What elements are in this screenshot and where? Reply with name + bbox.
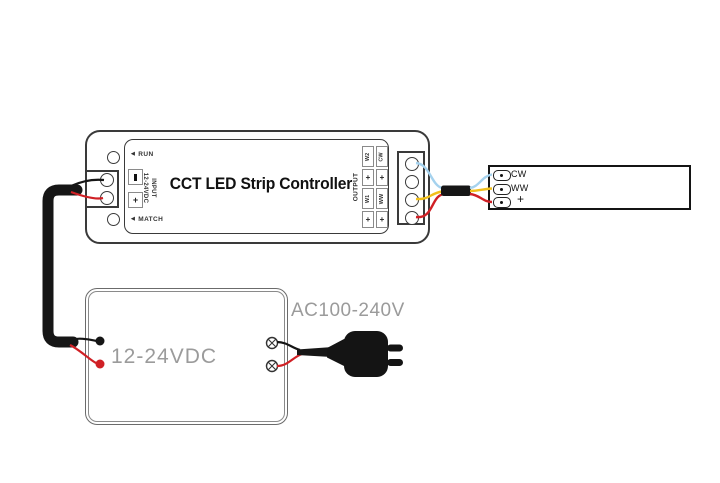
solder-dot	[500, 201, 503, 204]
output-connector-plus	[404, 211, 419, 225]
controller-title: CCT LED Strip Controller	[169, 174, 353, 193]
terminal-w2: W2	[362, 146, 374, 167]
terminal-cw-label: CW	[378, 151, 385, 162]
terminal-w1: W1	[362, 188, 374, 209]
output-terminal-grid: W2 CW + + W1 WW + +	[362, 146, 388, 228]
strip-cable-sleeve	[441, 185, 471, 196]
match-label: MATCH	[138, 216, 164, 223]
controller-inner-panel	[124, 139, 389, 234]
strip-pad-plus	[492, 197, 511, 208]
power-supply: 12-24VDC	[85, 288, 288, 425]
output-connector-ww	[404, 193, 419, 207]
terminal-plus-4-label: +	[379, 215, 385, 224]
strip-pad-cw	[492, 169, 511, 181]
terminal-cw: CW	[376, 146, 388, 167]
output-label: OUTPUT	[352, 172, 360, 202]
cct-controller-body: ◀ RUN ◀ MATCH + 12-24VDC INPUT CCT LED S…	[85, 130, 430, 244]
power-supply-voltage-label: 12-24VDC	[111, 345, 218, 368]
solder-dot	[500, 187, 503, 191]
strip-label-ww: WW	[511, 183, 529, 193]
led-strip: CW WW +	[488, 165, 691, 210]
terminal-plus-2: +	[376, 169, 388, 186]
input-terminal-block	[85, 170, 119, 208]
output-connector-2	[404, 175, 419, 189]
input-label: INPUT	[150, 178, 156, 198]
match-indicator: ◀ MATCH	[131, 216, 163, 223]
ac-cord	[297, 346, 340, 358]
terminal-w1-label: W1	[365, 194, 371, 203]
minus-icon	[134, 173, 137, 181]
run-arrow-icon: ◀	[131, 151, 136, 157]
ac-voltage-label: AC100-240V	[291, 300, 405, 321]
screw-hole-bottom	[107, 213, 120, 226]
plus-icon: +	[132, 195, 139, 205]
terminal-ww-label: WW	[379, 193, 386, 204]
solder-dot	[500, 173, 503, 177]
output-connector-block	[397, 151, 425, 225]
input-terminal-positive	[100, 191, 114, 205]
match-arrow-icon: ◀	[131, 216, 136, 222]
dc-power-cable	[42, 184, 83, 348]
terminal-plus-3-label: +	[365, 215, 371, 224]
terminal-plus-4: +	[376, 211, 388, 228]
input-negative-marker	[128, 169, 143, 185]
screw-hole-top	[107, 151, 120, 164]
terminal-w2-label: W2	[365, 152, 371, 161]
strip-pad-ww	[492, 183, 511, 195]
terminal-plus-1: +	[362, 169, 374, 186]
terminal-ww: WW	[376, 188, 388, 209]
run-indicator: ◀ RUN	[131, 151, 154, 158]
input-voltage-label: 12-24VDC	[142, 172, 148, 204]
run-label: RUN	[138, 151, 154, 158]
output-connector-cw	[404, 157, 419, 171]
terminal-plus-2-label: +	[379, 173, 385, 182]
ac-plug-icon	[327, 331, 403, 377]
strip-label-plus: +	[517, 192, 525, 206]
input-terminal-negative	[100, 173, 114, 187]
terminal-plus-1-label: +	[365, 173, 371, 182]
terminal-plus-3: +	[362, 211, 374, 228]
strip-label-cw: CW	[511, 169, 527, 179]
input-positive-marker: +	[128, 192, 143, 208]
